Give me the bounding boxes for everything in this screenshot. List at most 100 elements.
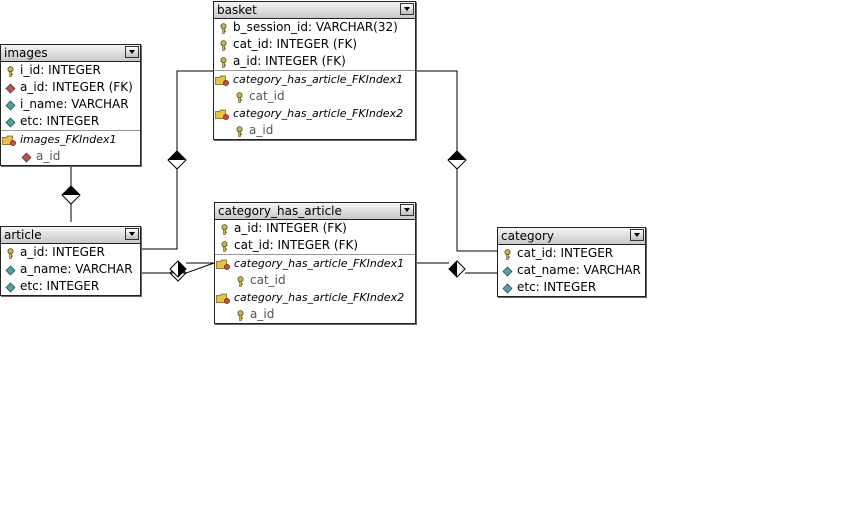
index-column-row-label: a_id xyxy=(36,149,61,163)
column-row[interactable]: a_id: INTEGER (FK) xyxy=(1,79,140,96)
rel-basket-category-marker-fill xyxy=(448,151,466,160)
index-column-row-label: cat_id xyxy=(249,89,285,103)
table-body: b_session_id: VARCHAR(32) cat_id: INTEGER… xyxy=(214,19,415,139)
table-category-has-article[interactable]: category_has_article a_id: INTEGER (FK) c… xyxy=(214,202,416,324)
column-row[interactable]: etc: INTEGER xyxy=(1,278,140,295)
index-row-label: category_has_article_FKIndex2 xyxy=(234,291,405,304)
rel-article-basket-marker-fill xyxy=(168,151,186,160)
table-article[interactable]: article a_id: INTEGER a_name: VARCHAR etc:… xyxy=(0,226,141,296)
table-category[interactable]: category cat_id: INTEGER cat_name: VARCHA… xyxy=(497,227,646,297)
table-title: category_has_article xyxy=(218,204,342,218)
index-row[interactable]: category_has_article_FKIndex2 xyxy=(215,289,415,306)
attribute-diamond-icon xyxy=(5,116,16,128)
column-row[interactable]: cat_id: INTEGER (FK) xyxy=(214,36,415,53)
table-menu-button[interactable] xyxy=(125,46,139,58)
table-images[interactable]: images i_id: INTEGER a_id: INTEGER (FK) i_… xyxy=(0,44,141,166)
index-column-row[interactable]: a_id xyxy=(214,122,415,139)
column-row-label: a_id: INTEGER (FK) xyxy=(20,80,133,94)
column-row[interactable]: etc: INTEGER xyxy=(1,113,140,130)
attribute-diamond-icon xyxy=(502,282,513,294)
index-column-row[interactable]: a_id xyxy=(1,148,140,165)
column-row[interactable]: etc: INTEGER xyxy=(498,279,645,296)
table-title: category xyxy=(501,229,555,243)
attribute-diamond-icon xyxy=(502,265,513,277)
column-row-label: cat_id: INTEGER (FK) xyxy=(234,238,359,252)
column-row[interactable]: a_id: INTEGER xyxy=(1,244,140,261)
rel-cha-category-marker-fill xyxy=(449,261,457,277)
index-row-label: category_has_article_FKIndex1 xyxy=(234,257,405,270)
chevron-down-icon xyxy=(404,7,410,11)
key-icon xyxy=(234,125,245,137)
column-row-label: b_session_id: VARCHAR(32) xyxy=(233,20,398,34)
table-body: a_id: INTEGER (FK) cat_id: INTEGER (FK) ca… xyxy=(215,220,415,323)
column-row[interactable]: cat_id: INTEGER (FK) xyxy=(215,237,415,254)
table-header[interactable]: basket xyxy=(214,2,415,19)
attribute-diamond-icon xyxy=(5,264,16,276)
index-row[interactable]: category_has_article_FKIndex1 xyxy=(215,254,415,272)
index-column-row-label: cat_id xyxy=(250,273,286,287)
table-body: cat_id: INTEGER cat_name: VARCHAR etc: INT… xyxy=(498,245,645,296)
index-column-row-label: a_id xyxy=(250,307,275,321)
index-column-row[interactable]: cat_id xyxy=(214,88,415,105)
table-body: a_id: INTEGER a_name: VARCHAR etc: INTEGER xyxy=(1,244,140,295)
column-row[interactable]: cat_name: VARCHAR xyxy=(498,262,645,279)
column-row-label: a_id: INTEGER xyxy=(20,245,105,259)
column-row[interactable]: cat_id: INTEGER xyxy=(498,245,645,262)
index-row-label: images_FKIndex1 xyxy=(20,133,117,146)
attribute-diamond-icon xyxy=(5,281,16,293)
chevron-down-icon xyxy=(129,50,135,54)
table-title: article xyxy=(4,228,42,242)
column-row[interactable]: a_id: INTEGER (FK) xyxy=(215,220,415,237)
column-row-label: i_id: INTEGER xyxy=(20,63,101,77)
column-row-label: a_id: INTEGER (FK) xyxy=(233,54,346,68)
index-column-row[interactable]: cat_id xyxy=(215,272,415,289)
folder-icon xyxy=(216,292,230,304)
key-icon xyxy=(5,65,16,77)
column-row-label: a_name: VARCHAR xyxy=(20,262,133,276)
key-icon xyxy=(235,309,246,321)
column-row-label: i_name: VARCHAR xyxy=(20,97,129,111)
index-row[interactable]: category_has_article_FKIndex1 xyxy=(214,70,415,88)
table-menu-button[interactable] xyxy=(125,228,139,240)
key-icon xyxy=(218,39,229,51)
column-row-label: cat_id: INTEGER xyxy=(517,246,614,260)
table-header[interactable]: article xyxy=(1,227,140,244)
key-icon xyxy=(235,275,246,287)
column-row[interactable]: i_id: INTEGER xyxy=(1,62,140,79)
table-header[interactable]: category xyxy=(498,228,645,245)
chevron-down-icon xyxy=(129,232,135,236)
column-row[interactable]: b_session_id: VARCHAR(32) xyxy=(214,19,415,36)
folder-icon xyxy=(215,108,229,120)
column-row[interactable]: a_id: INTEGER (FK) xyxy=(214,53,415,70)
index-row[interactable]: category_has_article_FKIndex2 xyxy=(214,105,415,122)
attribute-diamond-icon xyxy=(5,99,16,111)
table-header[interactable]: images xyxy=(1,45,140,62)
key-icon xyxy=(219,223,230,235)
column-row-label: cat_name: VARCHAR xyxy=(517,263,641,277)
rel-article-cha-marker-fill xyxy=(178,261,186,277)
key-icon xyxy=(219,240,230,252)
table-basket[interactable]: basket b_session_id: VARCHAR(32) cat_id: … xyxy=(213,1,416,140)
column-row[interactable]: a_name: VARCHAR xyxy=(1,261,140,278)
table-title: basket xyxy=(217,3,257,17)
key-icon xyxy=(502,248,513,260)
table-menu-button[interactable] xyxy=(400,3,414,15)
folder-icon xyxy=(215,74,229,86)
column-row-label: cat_id: INTEGER (FK) xyxy=(233,37,358,51)
index-row[interactable]: images_FKIndex1 xyxy=(1,130,140,148)
key-icon xyxy=(218,22,229,34)
index-column-row[interactable]: a_id xyxy=(215,306,415,323)
folder-icon xyxy=(2,134,16,146)
index-column-row-label: a_id xyxy=(249,123,274,137)
table-menu-button[interactable] xyxy=(400,204,414,216)
folder-icon xyxy=(216,258,230,270)
column-row[interactable]: i_name: VARCHAR xyxy=(1,96,140,113)
column-row-label: etc: INTEGER xyxy=(20,279,100,293)
table-menu-button[interactable] xyxy=(630,229,644,241)
rel-images-article-marker-fill xyxy=(62,186,80,195)
column-row-label: a_id: INTEGER (FK) xyxy=(234,221,347,235)
fk-diamond-icon xyxy=(21,151,32,163)
table-header[interactable]: category_has_article xyxy=(215,203,415,220)
column-row-label: etc: INTEGER xyxy=(517,280,597,294)
